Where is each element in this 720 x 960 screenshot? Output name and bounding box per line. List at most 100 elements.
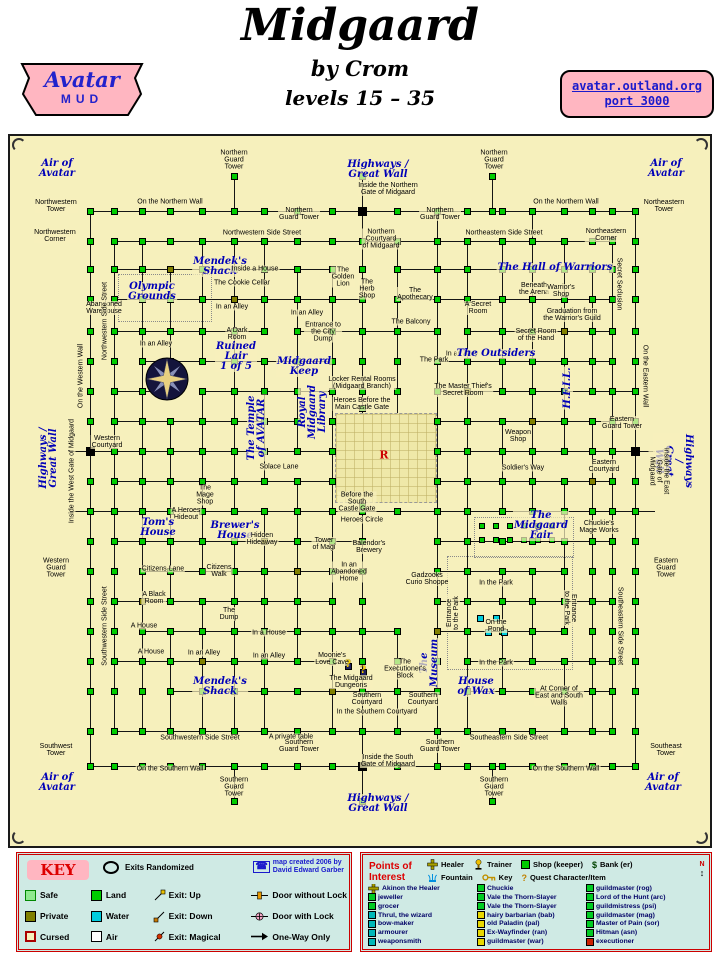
map-room (608, 762, 616, 770)
poi-bullet-icon (477, 919, 485, 928)
map-label: On the Western Wall (77, 342, 85, 410)
map-room (393, 657, 401, 665)
map-room (463, 327, 471, 335)
map-label: Air of Avatar (37, 158, 77, 179)
poi-bullet-icon (586, 937, 594, 946)
map-room (608, 727, 616, 735)
map-room (328, 537, 336, 545)
map-room (358, 172, 366, 180)
map-room (166, 687, 174, 695)
map-room (498, 597, 506, 605)
shop-icon (520, 860, 530, 869)
map-room (166, 265, 174, 273)
map-room (433, 627, 441, 635)
map-room (631, 597, 639, 605)
map-room (110, 357, 118, 365)
map-label: Southwestern Side Street (159, 734, 241, 742)
map-room (528, 687, 536, 695)
map-room (393, 687, 401, 695)
map-label: Southern Guard Tower (278, 739, 320, 753)
map-room (230, 537, 238, 545)
map-room (588, 762, 596, 770)
map-label: Soldier's Way (500, 464, 546, 472)
map-room (608, 477, 616, 485)
compass-rose-icon (143, 355, 191, 403)
map-room (507, 523, 513, 529)
poi-entry: Thrul, the wizard (368, 911, 477, 920)
map-room (393, 762, 401, 770)
map-room (608, 447, 616, 455)
poi-entry-label: guildmaster (rog) (596, 884, 652, 892)
map-room (358, 687, 366, 695)
map-room (328, 295, 336, 303)
map-room (588, 417, 596, 425)
map-label: Northern Guard Tower (219, 149, 249, 171)
map-room (433, 657, 441, 665)
map-room (479, 523, 485, 529)
poi-bullet-icon (368, 937, 376, 946)
map-room (498, 727, 506, 735)
map-room (358, 237, 366, 245)
key-item: Land (90, 885, 153, 906)
map-label: Southeast Tower (649, 743, 683, 757)
map-room (588, 357, 596, 365)
poi-entry: Chuckie (477, 884, 586, 893)
poi-entry: Master of Pain (sor) (586, 919, 695, 928)
key-item-label: Cursed (40, 931, 70, 942)
map-room (293, 357, 301, 365)
map-room (498, 447, 506, 455)
map-room (328, 357, 336, 365)
key-item-label: Private (40, 911, 69, 921)
map-room (358, 727, 366, 735)
poi-entry: bow-maker (368, 919, 477, 928)
map-label: In an Alley (251, 652, 287, 660)
map-room (560, 507, 568, 515)
map-room (631, 762, 639, 770)
map-room (588, 387, 596, 395)
quest-icon: ? (521, 872, 527, 883)
map-room (608, 327, 616, 335)
map-room (528, 507, 536, 515)
poi-bullet-icon (477, 902, 485, 911)
map-room (328, 207, 336, 215)
key-item: Exit: Up (153, 885, 251, 906)
poi-legend-item: Shop (keeper) (520, 860, 583, 869)
map-room (358, 327, 366, 335)
map-room (528, 387, 536, 395)
map-room (588, 657, 596, 665)
map-room (630, 446, 640, 456)
map-room (560, 265, 568, 273)
poi-entry-label: Ex-Wayfinder (ran) (487, 929, 548, 937)
map-room (138, 417, 146, 425)
map-room (521, 523, 527, 529)
map-room (631, 567, 639, 575)
map-room (528, 727, 536, 735)
map-room (138, 447, 146, 455)
map-room (498, 207, 506, 215)
water-swatch-icon (90, 910, 102, 922)
map-room (110, 567, 118, 575)
map-room (357, 761, 367, 771)
street (564, 481, 565, 631)
map-room (293, 417, 301, 425)
map-room (608, 537, 616, 545)
map-label: Inside the East Gate of Midgaard (648, 445, 670, 497)
page-subtitle: by Crom (310, 56, 410, 81)
map-room (138, 237, 146, 245)
map-room (433, 237, 441, 245)
map-room (588, 237, 596, 245)
map-room (328, 387, 336, 395)
map-room (560, 477, 568, 485)
map-label: Midgaard Keep (275, 356, 333, 377)
map-room (260, 567, 268, 575)
map-room (358, 295, 366, 303)
map-room (631, 387, 639, 395)
map-room (230, 387, 238, 395)
map-room (260, 727, 268, 735)
poi-entry-label: Vale the Thorn-Slayer (487, 902, 557, 910)
map-room (588, 627, 596, 635)
map-room (479, 537, 485, 543)
map-room (358, 627, 366, 635)
